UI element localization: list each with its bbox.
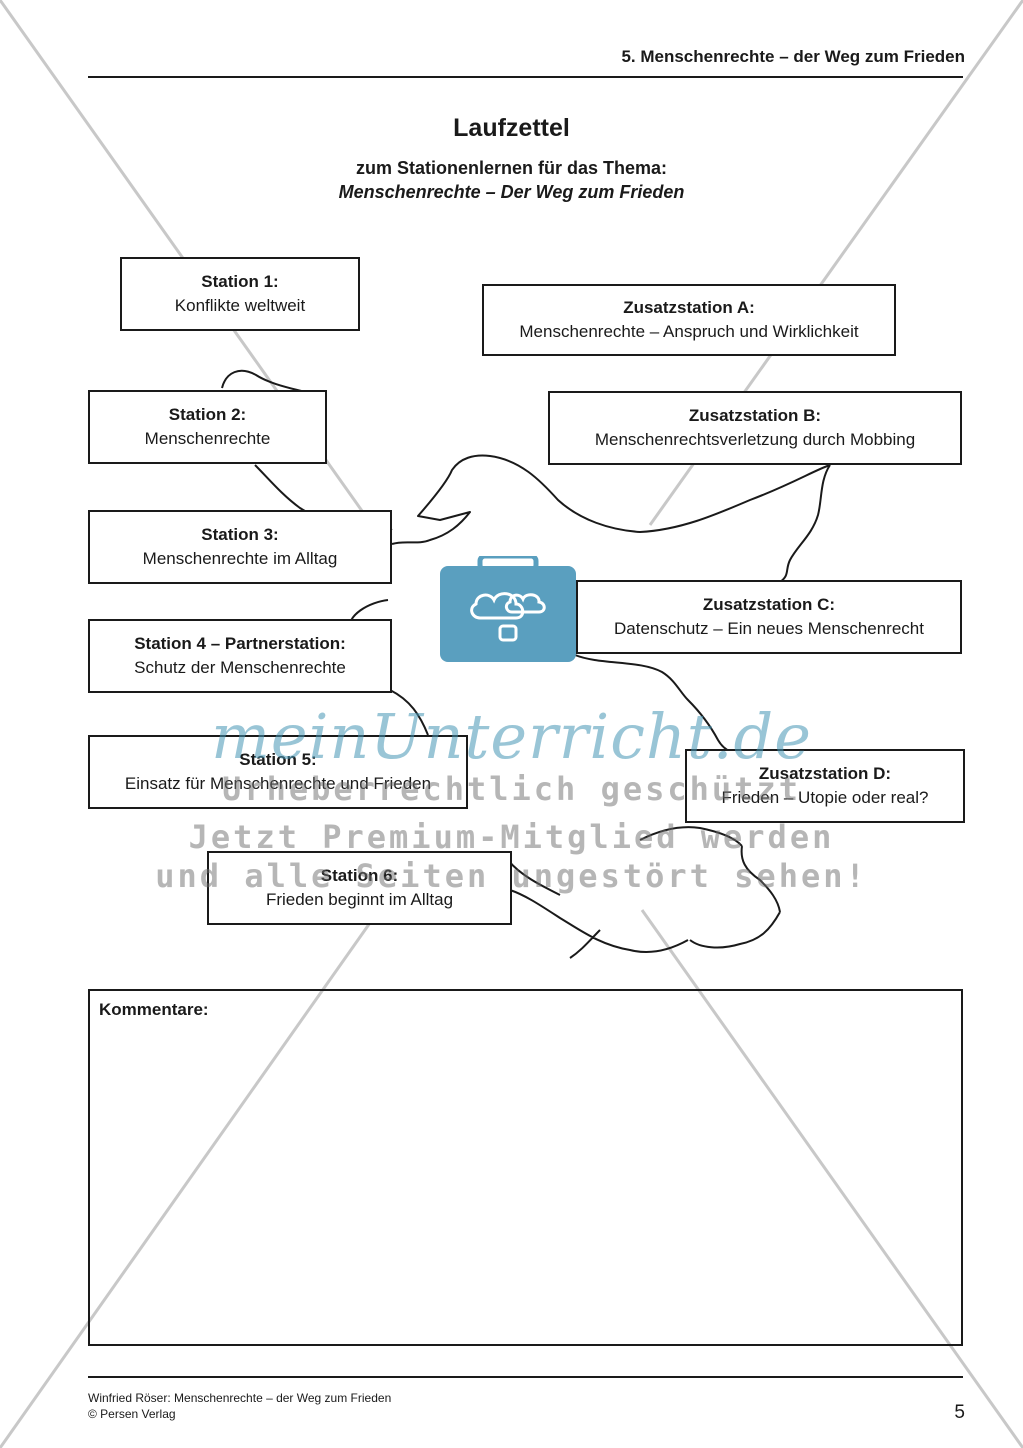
station-heading: Zusatzstation C: — [702, 595, 836, 614]
station-text: Konflikte weltweit — [174, 296, 306, 315]
comments-box[interactable]: Kommentare: — [88, 989, 963, 1346]
station-1-box: Station 1: Konflikte weltweit — [120, 257, 360, 331]
page-subtitle: zum Stationenlernen für das Thema: — [355, 158, 668, 178]
station-heading: Zusatzstation A: — [623, 298, 755, 317]
watermark-brand: meinUnterricht.de — [211, 700, 812, 773]
footer-author: Winfried Röser: Menschenrechte – der Weg… — [88, 1391, 392, 1405]
watermark-line-1: Urheberrechtlich geschützt — [222, 770, 801, 808]
page-number: 5 — [954, 1402, 965, 1423]
station-heading: Station 4 – Partnerstation: — [134, 634, 346, 653]
station-text: Frieden – Utopie oder real? — [721, 788, 929, 807]
station-3-box: Station 3: Menschenrechte im Alltag — [88, 510, 392, 584]
comments-label: Kommentare: — [99, 1000, 209, 1019]
watermark-line-2: Jetzt Premium-Mitglied werden — [188, 818, 835, 856]
briefcase-cloud-icon — [440, 556, 576, 662]
station-text: Menschenrechte — [144, 429, 271, 448]
header-rule — [88, 76, 963, 78]
station-6-box: Station 6: Frieden beginnt im Alltag — [207, 851, 512, 925]
station-heading: Zusatzstation B: — [688, 406, 822, 425]
page-title: Laufzettel — [453, 114, 570, 142]
station-4-box: Station 4 – Partnerstation: Schutz der M… — [88, 619, 392, 693]
footer-credits: Winfried Röser: Menschenrechte – der Weg… — [88, 1390, 391, 1422]
watermark-line-3: und alle Seiten ungestört sehen! — [155, 857, 868, 895]
station-text: Einsatz für Menschenrechte und Frieden — [124, 774, 432, 793]
station-heading: Station 1: — [201, 272, 279, 291]
chapter-heading: 5. Menschenrechte – der Weg zum Frieden — [621, 47, 965, 66]
station-text: Frieden beginnt im Alltag — [265, 890, 454, 909]
footer-rule — [88, 1376, 963, 1378]
station-heading: Zusatzstation D: — [758, 764, 892, 783]
footer-publisher: © Persen Verlag — [88, 1407, 176, 1421]
page-topic: Menschenrechte – Der Weg zum Frieden — [338, 182, 685, 202]
station-heading: Station 2: — [168, 405, 247, 424]
extra-station-a-box: Zusatzstation A: Menschenrechte – Anspru… — [482, 284, 896, 356]
station-2-box: Station 2: Menschenrechte — [88, 390, 327, 464]
station-text: Menschenrechte im Alltag — [142, 549, 338, 568]
extra-station-c-box: Zusatzstation C: Datenschutz – Ein neues… — [576, 580, 962, 654]
station-text: Menschenrechtsverletzung durch Mobbing — [594, 430, 916, 449]
station-heading: Station 3: — [201, 525, 279, 544]
station-heading: Station 6: — [320, 866, 399, 885]
station-text: Schutz der Menschenrechte — [134, 658, 346, 677]
extra-station-d-box: Zusatzstation D: Frieden – Utopie oder r… — [685, 749, 965, 823]
station-text: Datenschutz – Ein neues Menschenrecht — [614, 619, 924, 638]
station-5-box: Station 5: Einsatz für Menschenrechte un… — [88, 735, 468, 809]
station-text: Menschenrechte – Anspruch und Wirklichke… — [519, 322, 859, 341]
station-heading: Station 5: — [239, 750, 317, 769]
extra-station-b-box: Zusatzstation B: Menschenrechtsverletzun… — [548, 391, 962, 465]
